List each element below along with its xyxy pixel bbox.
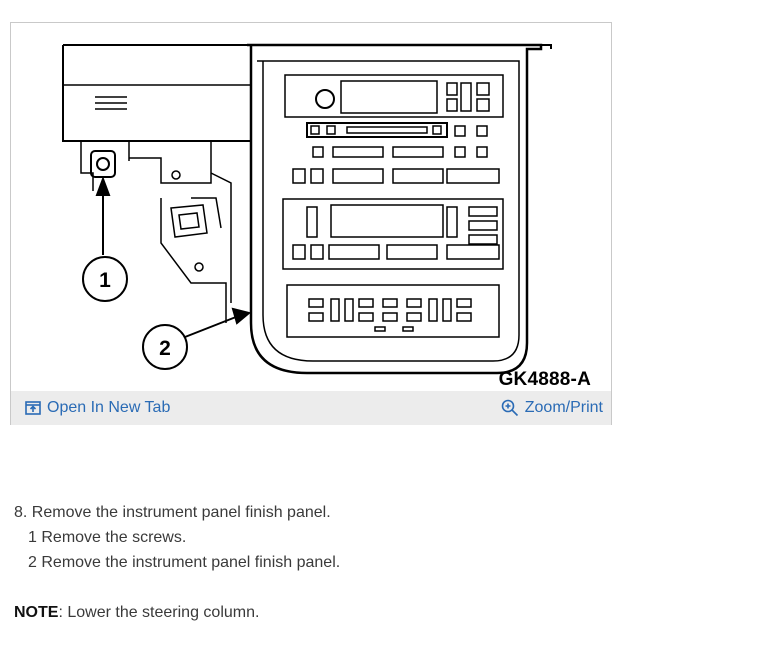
zoom-icon [501, 399, 519, 417]
procedure-steps: 8. Remove the instrument panel finish pa… [14, 500, 340, 625]
substep-number: 1 [28, 529, 37, 546]
substep-number: 2 [28, 554, 37, 571]
zoom-print-link[interactable]: Zoom/Print [501, 399, 603, 417]
figure-code: GK4888-A [498, 369, 591, 390]
substep-2: 2 Remove the instrument panel finish pan… [14, 550, 340, 575]
open-in-new-tab-link[interactable]: Open In New Tab [25, 399, 170, 417]
step-8: 8. Remove the instrument panel finish pa… [14, 500, 340, 525]
figure-card: 1 2 GK4888-A Open In New Tab [10, 22, 612, 425]
step-number: 8. [14, 504, 28, 521]
instrument-panel-illustration [62, 43, 552, 375]
substep-text: Remove the screws. [41, 529, 187, 546]
substep-1: 1 Remove the screws. [14, 525, 340, 550]
figure-toolbar: Open In New Tab Zoom/Print [11, 391, 611, 425]
open-in-new-tab-label: Open In New Tab [47, 399, 171, 416]
substep-text: Remove the instrument panel finish panel… [41, 554, 341, 571]
note-label: NOTE [14, 604, 59, 621]
note: NOTE: Lower the steering column. [14, 600, 340, 625]
open-new-tab-icon [25, 401, 41, 415]
zoom-print-label: Zoom/Print [524, 399, 603, 416]
note-text: : Lower the steering column. [58, 604, 260, 621]
step-text: Remove the instrument panel finish panel… [31, 504, 331, 521]
